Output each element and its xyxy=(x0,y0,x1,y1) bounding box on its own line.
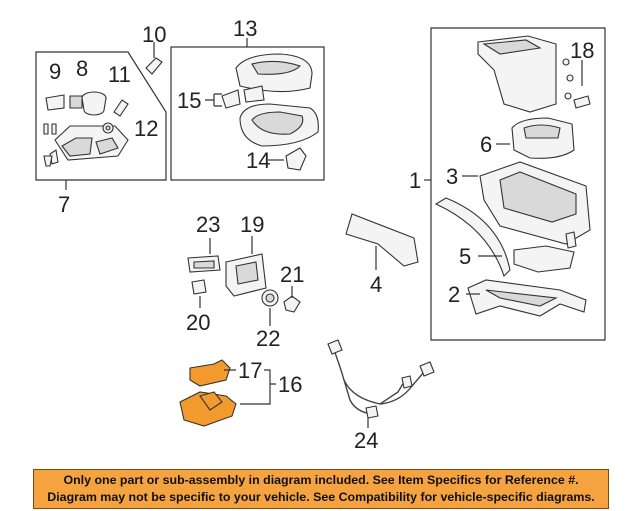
screws-part-18 xyxy=(562,58,591,109)
module-part-near-5 xyxy=(513,245,575,273)
latch-part-14 xyxy=(285,147,307,171)
callout-13: 13 xyxy=(233,16,257,41)
callout-3: 3 xyxy=(446,164,458,189)
callout-19: 19 xyxy=(240,212,264,237)
wiring-harness-part-24 xyxy=(327,339,435,419)
clip-part-11 xyxy=(113,99,129,117)
callout-22: 22 xyxy=(256,326,280,351)
switch-part-23 xyxy=(187,255,221,273)
disclaimer-line-2: Diagram may not be specific to your vehi… xyxy=(47,490,595,504)
group-1-frame xyxy=(430,27,606,341)
bracket-assembly-part-16-highlighted xyxy=(179,391,237,427)
cup-part-8 xyxy=(81,91,107,116)
latch-part-10 xyxy=(145,57,163,75)
clip-part-20 xyxy=(191,279,207,295)
callout-15: 15 xyxy=(177,88,201,113)
callout-18: 18 xyxy=(570,38,594,63)
callout-23: 23 xyxy=(196,212,220,237)
callout-7: 7 xyxy=(58,192,70,217)
armrest-pad-part-6 xyxy=(511,117,575,159)
callout-2: 2 xyxy=(448,282,460,307)
small-tray-part-9 xyxy=(45,94,83,111)
callout-17: 17 xyxy=(238,358,262,383)
bulb-part-21 xyxy=(283,295,301,313)
armrest-lid-drawing xyxy=(235,53,313,93)
leader-16-17 xyxy=(224,369,276,405)
callout-12: 12 xyxy=(134,116,158,141)
callout-20: 20 xyxy=(186,310,210,335)
rear-trim-panel-drawing xyxy=(477,35,557,113)
group-7-frame xyxy=(35,51,167,181)
disclaimer-banner: Only one part or sub-assembly in diagram… xyxy=(33,469,609,509)
hinge-part-15 xyxy=(221,85,265,109)
bracket-part-17-highlighted xyxy=(189,359,231,387)
bracket-part-2 xyxy=(467,279,587,317)
callout-4: 4 xyxy=(370,272,382,297)
trim-strip-part-5 xyxy=(434,197,511,278)
screws-group-7 xyxy=(43,123,57,167)
callout-8: 8 xyxy=(76,56,88,81)
callout-16: 16 xyxy=(278,372,302,397)
callout-5: 5 xyxy=(459,244,471,269)
callout-6: 6 xyxy=(480,132,492,157)
disclaimer-line-1: Only one part or sub-assembly in diagram… xyxy=(63,473,579,487)
callout-1: 1 xyxy=(409,168,421,193)
nut-part-12 xyxy=(102,122,114,134)
callout-11: 11 xyxy=(108,62,131,87)
storage-bin-drawing xyxy=(239,103,319,147)
knob-part-22 xyxy=(261,289,279,307)
trim-plate-part-19 xyxy=(225,253,267,297)
callout-14: 14 xyxy=(246,148,270,173)
callout-21: 21 xyxy=(280,262,304,287)
console-housing-part-3 xyxy=(479,161,591,245)
callout-24: 24 xyxy=(354,428,378,453)
callout-10: 10 xyxy=(142,22,166,47)
side-panel-part-4 xyxy=(345,213,419,267)
callout-9: 9 xyxy=(49,59,61,84)
cupholder-insert-drawing xyxy=(49,125,129,165)
